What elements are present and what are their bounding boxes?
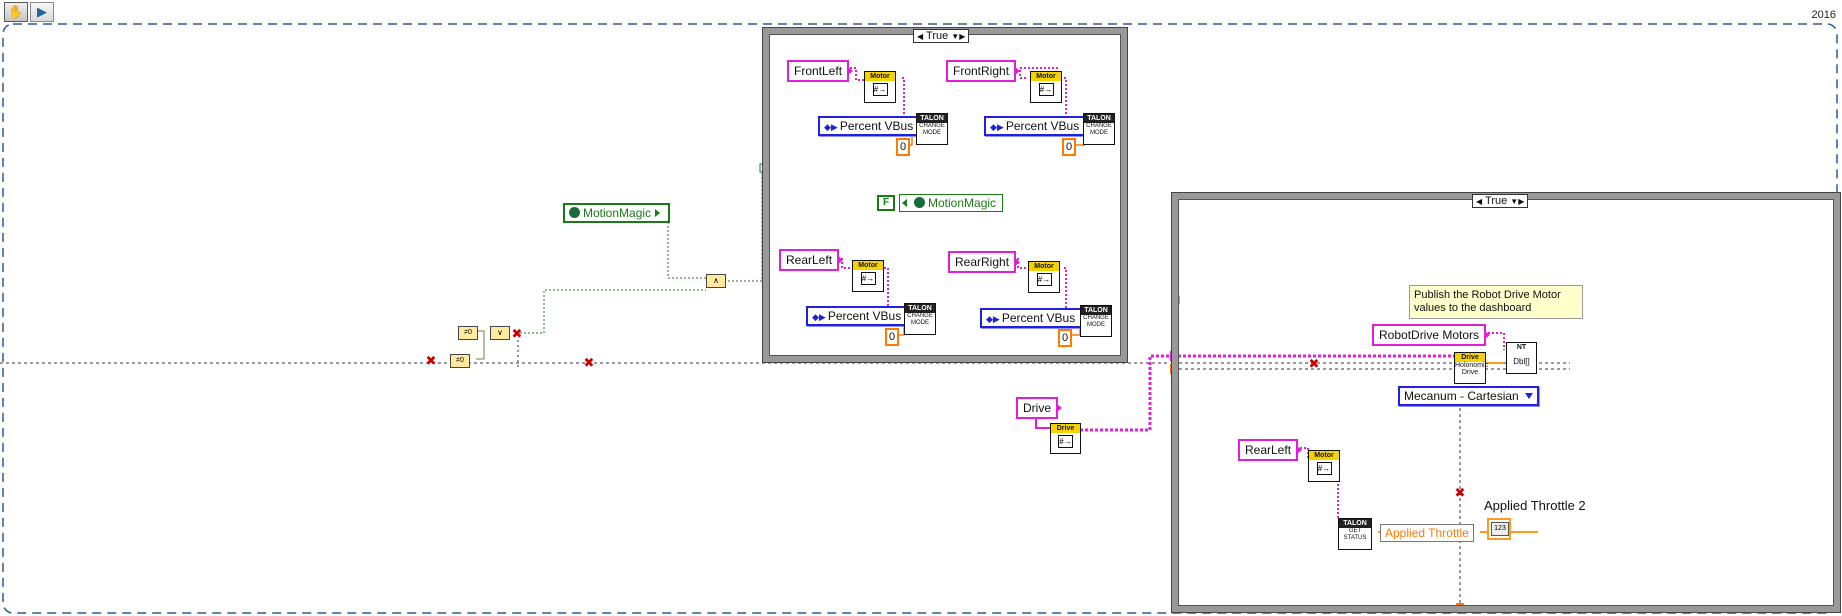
- operate-tool-icon[interactable]: ✋: [4, 2, 28, 22]
- rear-right-zero-const[interactable]: 0: [1058, 329, 1072, 347]
- labview-logo-icon[interactable]: ▶: [30, 2, 54, 22]
- toolbar: ✋ ⇨ ▶: [4, 2, 54, 24]
- globe-icon: [914, 197, 925, 208]
- applied-throttle-unbundle[interactable]: Applied Throttle: [1380, 524, 1474, 542]
- version-label: 2016: [1811, 9, 1836, 21]
- property-node-icon: #→: [1036, 273, 1052, 286]
- applied-throttle-2-label: Applied Throttle 2: [1484, 498, 1586, 513]
- nt-write-vi[interactable]: NT Dbl[]: [1506, 342, 1537, 374]
- selector-dropdown-arrow[interactable]: ▼▶: [951, 32, 966, 41]
- rear-right-motor-vi[interactable]: Motor #→: [1028, 261, 1060, 293]
- false-constant[interactable]: F: [877, 195, 895, 211]
- and-gate[interactable]: ∧: [706, 274, 726, 288]
- rear-left-refnum[interactable]: RearLeft: [779, 249, 844, 271]
- property-node-icon: #→: [1038, 83, 1054, 96]
- front-right-motor-vi[interactable]: Motor #→: [1030, 71, 1062, 103]
- mecanum-cartesian-ring[interactable]: Mecanum - Cartesian: [1398, 386, 1539, 406]
- error-cluster-icon: ✖: [583, 355, 595, 370]
- motion-magic-read-global[interactable]: MotionMagic: [563, 203, 671, 223]
- selector-dropdown-arrow[interactable]: ▼▶: [1510, 197, 1525, 206]
- globe-icon: [569, 207, 580, 218]
- dashboard-comment: Publish the Robot Drive Motor values to …: [1409, 285, 1583, 319]
- dropdown-arrow-icon[interactable]: [1524, 393, 1533, 399]
- rear-left-change-mode-vi[interactable]: TALON CHANGE MODE: [904, 303, 936, 335]
- applied-throttle-2-indicator[interactable]: 123: [1487, 518, 1511, 540]
- rear-left-mode-ring[interactable]: ◆▶Percent VBus: [806, 306, 922, 326]
- front-left-motor-vi[interactable]: Motor #→: [864, 71, 896, 103]
- property-node-icon: #→: [1058, 435, 1073, 448]
- rear-right-mode-ring[interactable]: ◆▶Percent VBus: [980, 308, 1096, 328]
- property-node-icon: #→: [860, 272, 876, 285]
- front-right-zero-const[interactable]: 0: [1062, 138, 1076, 156]
- selector-left-arrow[interactable]: ◀: [917, 32, 924, 41]
- motion-magic-write-global[interactable]: MotionMagic: [899, 194, 1004, 212]
- or-gate[interactable]: ∨: [490, 326, 510, 340]
- error-cluster-icon: ✖: [1308, 356, 1320, 371]
- holonomic-drive-vi[interactable]: Drive Holonomic Drive: [1454, 352, 1488, 384]
- front-left-zero-const[interactable]: 0: [896, 138, 910, 156]
- front-right-change-mode-vi[interactable]: TALON CHANGE MODE: [1083, 113, 1115, 145]
- not-equal-zero-node-bottom[interactable]: ≠0: [450, 354, 470, 368]
- drive-refnum[interactable]: Drive: [1016, 397, 1063, 419]
- top-case-selector[interactable]: ◀ True ▼▶: [913, 29, 970, 43]
- robot-drive-motors-refnum[interactable]: RobotDrive Motors: [1372, 324, 1491, 346]
- front-right-refnum[interactable]: FrontRight: [946, 60, 1021, 82]
- front-right-mode-ring[interactable]: ◆▶Percent VBus: [984, 116, 1100, 136]
- property-node-icon: #→: [1316, 462, 1332, 475]
- error-cluster-icon: ✖: [511, 326, 523, 341]
- rear-left-zero-const[interactable]: 0: [885, 328, 899, 346]
- rear-left-motor-vi[interactable]: Motor #→: [852, 260, 884, 292]
- selector-value: True: [926, 30, 949, 42]
- property-node-icon: #→: [872, 83, 888, 96]
- front-left-change-mode-vi[interactable]: TALON CHANGE MODE: [916, 113, 948, 145]
- bottom-rear-left-refnum[interactable]: RearLeft: [1238, 439, 1303, 461]
- error-cluster-icon: ✖: [1454, 485, 1466, 500]
- output-terminal-icon: [655, 209, 661, 217]
- drive-vi[interactable]: Drive #→: [1050, 423, 1081, 454]
- selector-left-arrow[interactable]: ◀: [1476, 197, 1483, 206]
- error-cluster-icon: ✖: [425, 353, 437, 368]
- bottom-case-selector[interactable]: ◀ True ▼▶: [1472, 194, 1529, 208]
- rear-right-change-mode-vi[interactable]: TALON CHANGE MODE: [1080, 305, 1112, 337]
- front-left-refnum[interactable]: FrontLeft: [787, 60, 854, 82]
- get-status-vi[interactable]: TALON GET STATUS: [1338, 518, 1372, 550]
- bottom-rear-left-motor-vi[interactable]: Motor #→: [1308, 450, 1340, 482]
- rear-right-refnum[interactable]: RearRight: [948, 251, 1021, 273]
- not-equal-zero-node-top[interactable]: ≠0: [458, 326, 478, 340]
- selector-value: True: [1485, 195, 1508, 207]
